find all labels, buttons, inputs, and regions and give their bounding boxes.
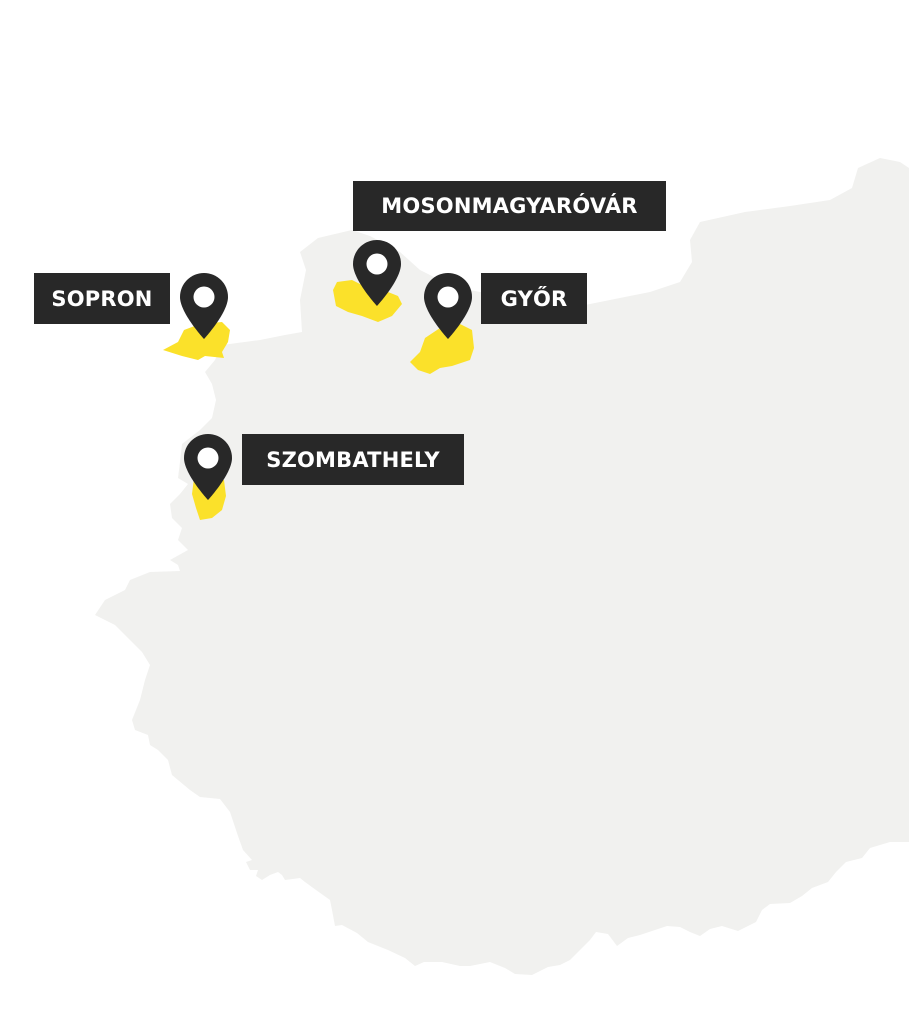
city-name: GYŐR [500,286,568,311]
city-name: SZOMBATHELY [266,447,440,472]
mosonmagyarovar-district [333,280,402,322]
map-pin-icon[interactable] [424,273,472,339]
map-pin-icon[interactable] [353,240,401,306]
city-label-sopron[interactable]: SOPRON [34,273,170,324]
city-label-gyor[interactable]: GYŐR [481,273,587,324]
map-pin-icon[interactable] [180,273,228,339]
gyor-district [410,324,474,374]
land-area [95,158,909,975]
map-pin-icon[interactable] [184,434,232,500]
city-name: MOSONMAGYARÓVÁR [381,194,638,218]
city-label-mosonmagyarovar[interactable]: MOSONMAGYARÓVÁR [353,181,666,231]
city-label-szombathely[interactable]: SZOMBATHELY [242,434,464,485]
sopron-district [163,322,230,360]
city-name: SOPRON [51,286,153,311]
